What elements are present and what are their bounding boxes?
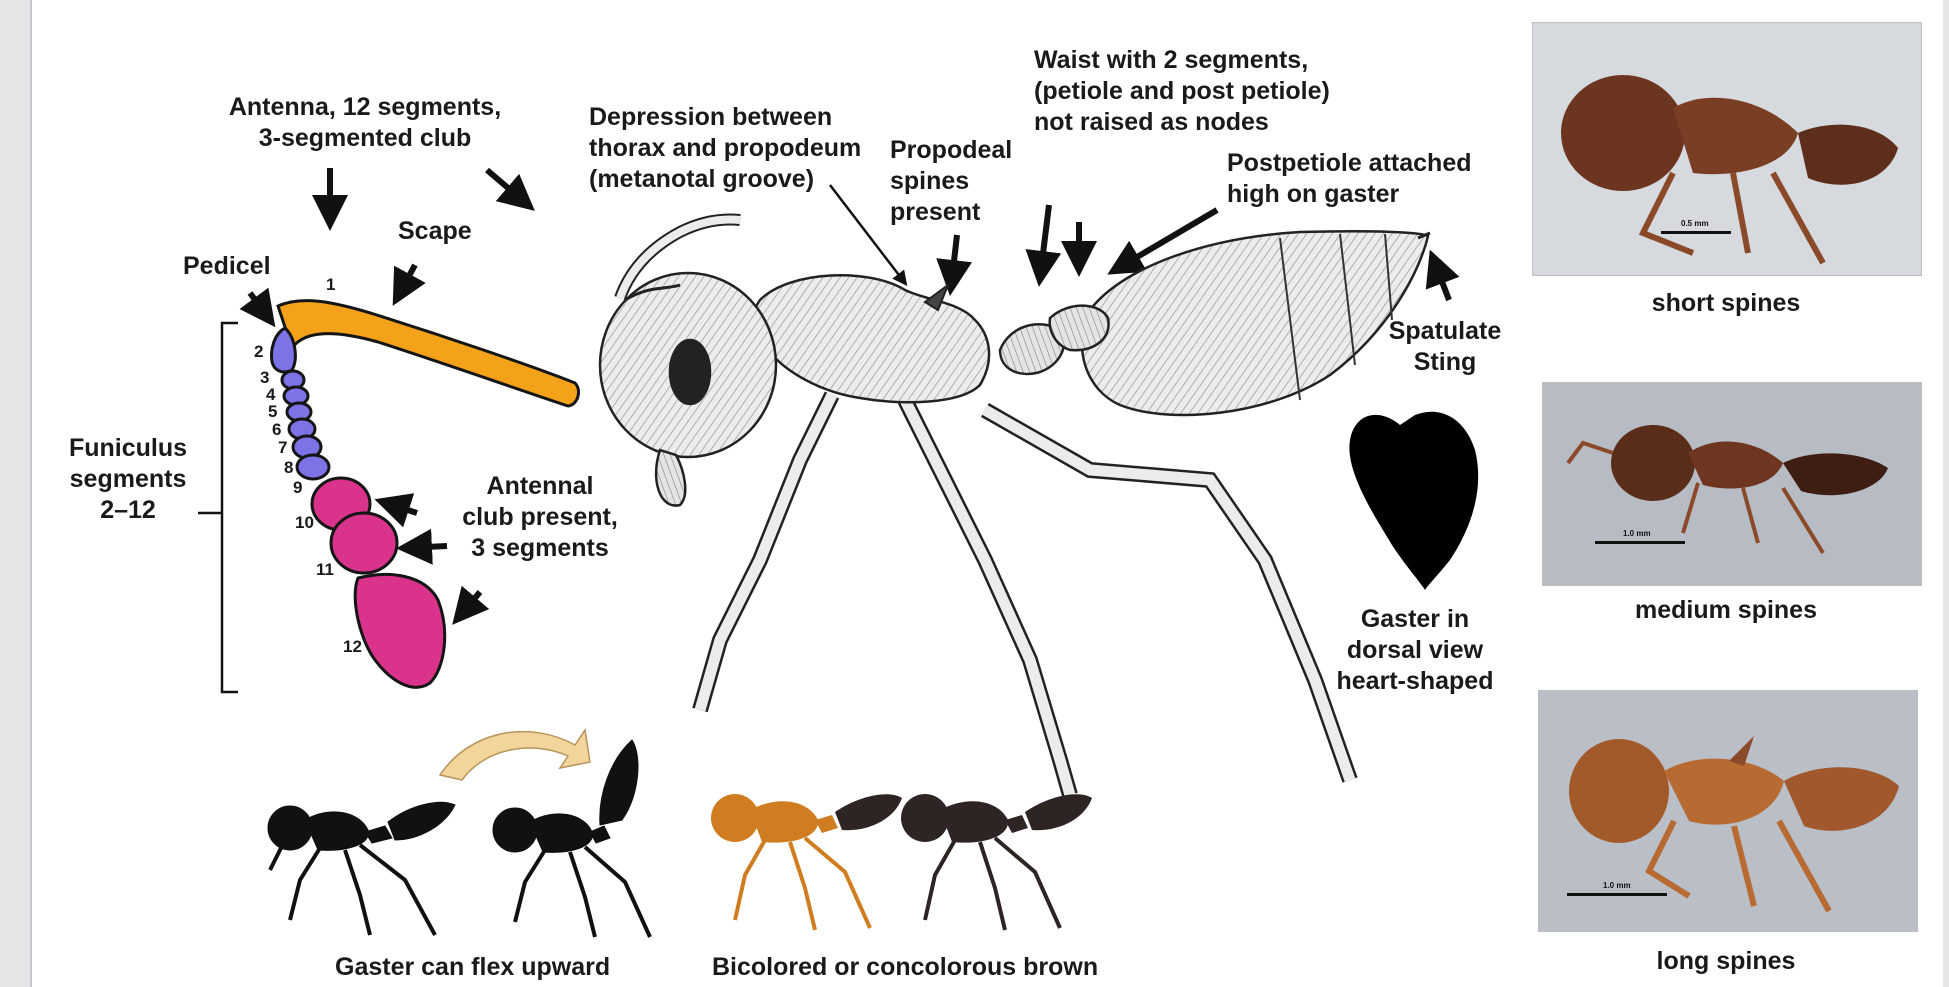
caption-long-spines: long spines: [1532, 946, 1920, 977]
label-antenna-line-2: 3-segmented club: [200, 123, 530, 154]
ant-specimen-medium: [1543, 383, 1921, 585]
label-postpetiole: Postpetiole attached high on gaster: [1227, 148, 1472, 210]
label-funiculus-line-3: 2–12: [58, 495, 198, 526]
scale-bar: [1595, 541, 1685, 544]
label-funiculus-line-1: Funiculus: [58, 433, 198, 464]
label-club-line-1: Antennal: [450, 471, 630, 502]
label-sting-line-1: Spatulate: [1375, 316, 1515, 347]
caption-short-spines: short spines: [1532, 288, 1920, 319]
label-propodeal-spines: Propodeal spines present: [890, 135, 1012, 228]
label-depression: Depression between thorax and propodeum …: [589, 102, 861, 195]
photo-long-spines: 1.0 mm: [1538, 690, 1918, 932]
label-sting-line-2: Sting: [1375, 347, 1515, 378]
label-spatulate-sting: Spatulate Sting: [1375, 316, 1515, 378]
label-propodeal-line-2: spines: [890, 166, 1012, 197]
label-scape: Scape: [398, 216, 472, 247]
label-depression-line-2: thorax and propodeum: [589, 133, 861, 164]
label-gaster-line-2: dorsal view: [1330, 635, 1500, 666]
scale-label: 1.0 mm: [1603, 881, 1631, 890]
label-depression-line-1: Depression between: [589, 102, 861, 133]
label-club-line-3: 3 segments: [450, 533, 630, 564]
label-depression-line-3: (metanotal groove): [589, 164, 861, 195]
scale-bar: [1567, 893, 1667, 896]
label-antenna-line-1: Antenna, 12 segments,: [200, 92, 530, 123]
scale-label: 0.5 mm: [1681, 219, 1709, 228]
label-pedicel: Pedicel: [183, 251, 271, 282]
label-gaster-line-1: Gaster in: [1330, 604, 1500, 635]
label-postpetiole-line-2: high on gaster: [1227, 179, 1472, 210]
photo-short-spines: 0.5 mm: [1532, 22, 1922, 276]
photo-medium-spines: 1.0 mm: [1542, 382, 1922, 586]
label-antennal-club: Antennal club present, 3 segments: [450, 471, 630, 564]
label-propodeal-line-3: present: [890, 197, 1012, 228]
ant-specimen-short: [1533, 23, 1921, 275]
label-waist-line-2: (petiole and post petiole): [1034, 76, 1330, 107]
label-funiculus: Funiculus segments 2–12: [58, 433, 198, 526]
scale-label: 1.0 mm: [1623, 529, 1651, 538]
bicolored-ant: [711, 794, 902, 930]
label-gaster-flex: Gaster can flex upward: [335, 952, 610, 983]
flex-curved-arrow: [440, 730, 590, 780]
label-postpetiole-line-1: Postpetiole attached: [1227, 148, 1472, 179]
flex-ant-normal: [268, 802, 455, 935]
concolorous-ant: [901, 794, 1092, 930]
flex-ant-flexed: [493, 740, 650, 937]
label-antenna: Antenna, 12 segments, 3-segmented club: [200, 92, 530, 154]
label-waist: Waist with 2 segments, (petiole and post…: [1034, 45, 1330, 138]
scale-bar: [1661, 231, 1731, 234]
label-funiculus-line-2: segments: [58, 464, 198, 495]
label-gaster-line-3: heart-shaped: [1330, 666, 1500, 697]
label-club-line-2: club present,: [450, 502, 630, 533]
label-waist-line-1: Waist with 2 segments,: [1034, 45, 1330, 76]
label-color: Bicolored or concolorous brown: [712, 952, 1098, 983]
label-propodeal-line-1: Propodeal: [890, 135, 1012, 166]
caption-medium-spines: medium spines: [1532, 595, 1920, 626]
label-waist-line-3: not raised as nodes: [1034, 107, 1330, 138]
label-gaster-dorsal: Gaster in dorsal view heart-shaped: [1330, 604, 1500, 697]
